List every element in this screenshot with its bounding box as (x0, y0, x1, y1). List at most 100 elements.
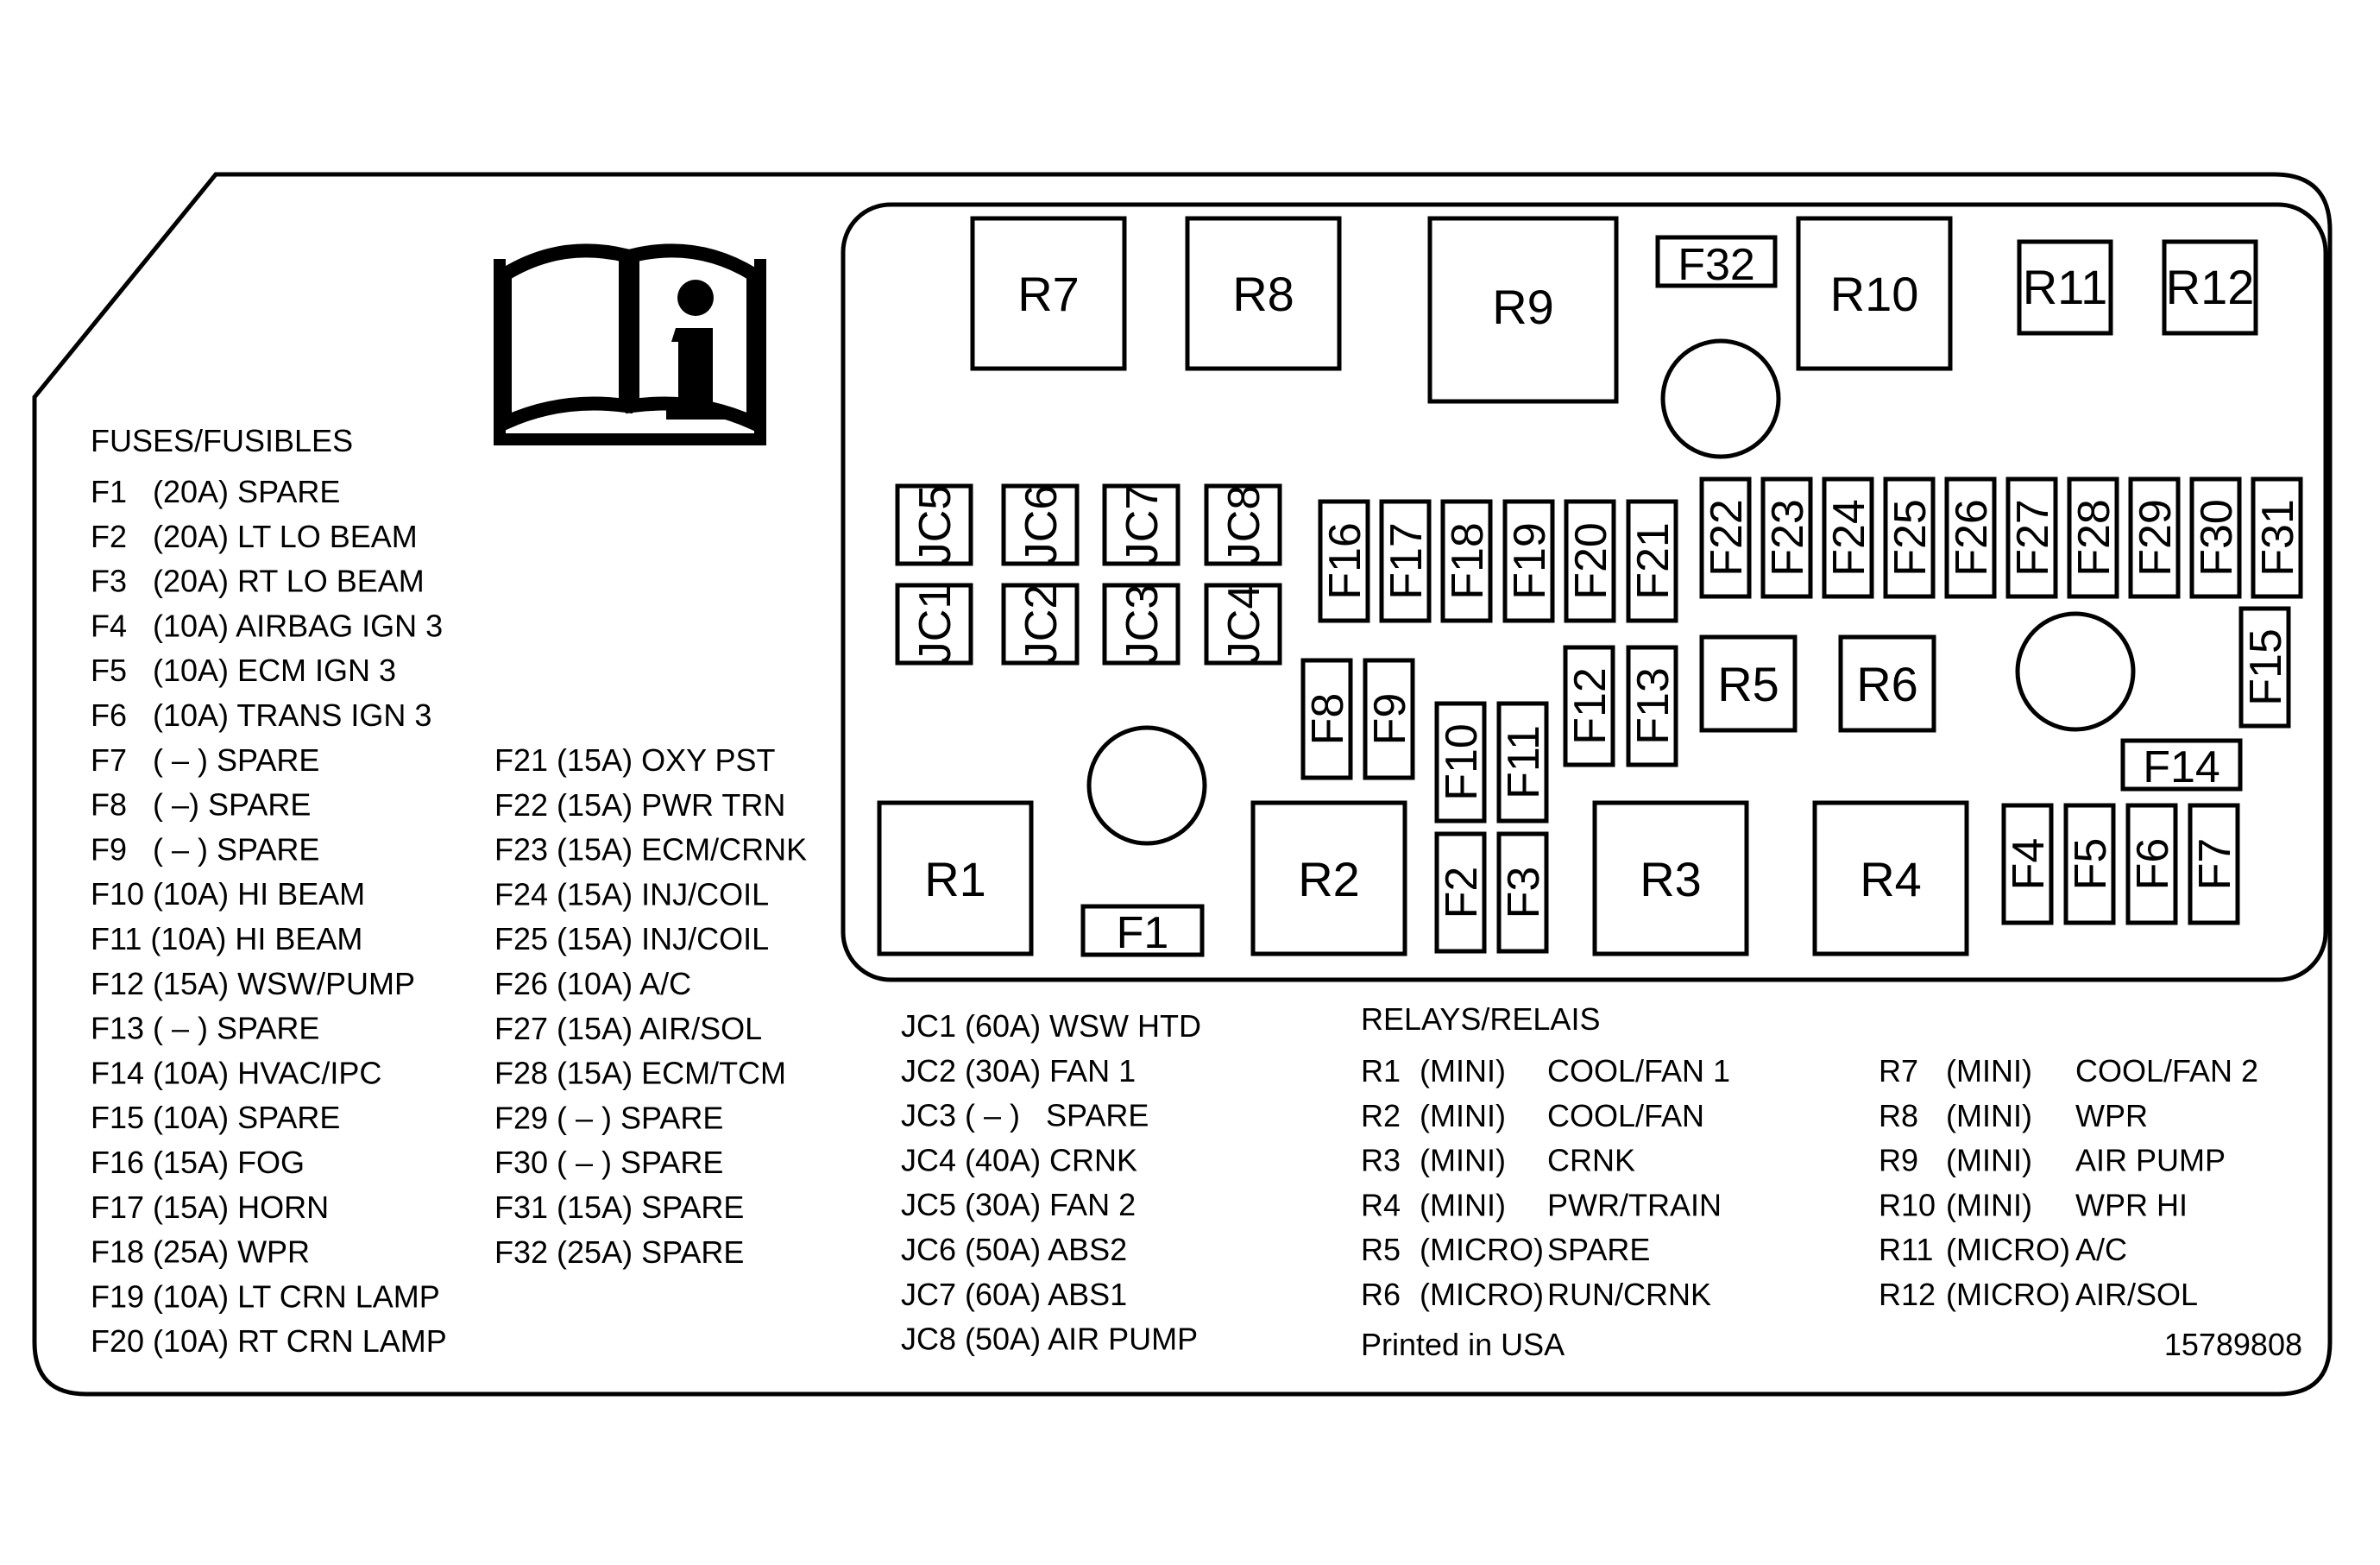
jcase-jc5: JC5 (895, 483, 973, 566)
relay-legend-desc: WPR (2075, 1098, 2148, 1133)
svg-text:F15: F15 (2241, 628, 2291, 706)
relay-r8: R8 (1185, 216, 1342, 371)
relay-legend-col2: R7(MINI)COOL/FAN 2R8(MINI)WPRR9(MINI)AIR… (1879, 1053, 2258, 1312)
svg-text:F24: F24 (1824, 499, 1874, 577)
svg-text:F26: F26 (1947, 499, 1997, 577)
svg-text:R5: R5 (1717, 657, 1779, 711)
fuse-legend-entry: F32 (25A) SPARE (494, 1234, 744, 1270)
fuse-f10: F10 (1434, 701, 1487, 824)
fuse-f2: F2 (1434, 831, 1487, 954)
fuse-legend-entry: F23 (15A) ECM/CRNK (494, 832, 807, 868)
relay-legend-type: (MINI) (1420, 1187, 1506, 1222)
fuse-legend-entry: F17 (15A) HORN (91, 1190, 329, 1225)
relay-legend-desc: CRNK (1547, 1143, 1635, 1178)
svg-text:F9: F9 (1365, 693, 1415, 746)
svg-text:F7: F7 (2190, 838, 2240, 891)
relay-r12: R12 (2162, 239, 2258, 336)
relay-legend-desc: PWR/TRAIN (1547, 1187, 1722, 1222)
svg-text:F8: F8 (1303, 693, 1353, 746)
jcase-jc1: JC1 (895, 583, 973, 666)
relay-legend-type: (MINI) (1946, 1187, 2032, 1222)
relay-legend-id: R6 (1361, 1277, 1401, 1312)
relay-legend-desc: RUN/CRNK (1547, 1277, 1711, 1312)
relay-legend-id: R10 (1879, 1187, 1936, 1222)
fuse-legend-entry: F12 (15A) WSW/PUMP (91, 966, 415, 1001)
fuse-legend-entry: F7 ( – ) SPARE (91, 742, 319, 778)
svg-text:F11: F11 (1499, 725, 1549, 799)
svg-text:F2: F2 (1437, 867, 1487, 919)
relay-legend-id: R2 (1361, 1098, 1401, 1133)
fuse-f20: F20 (1564, 499, 1616, 623)
printed-in-usa: Printed in USA (1361, 1327, 1565, 1362)
fuse-legend-entry: F29 ( – ) SPARE (494, 1100, 723, 1135)
svg-text:F29: F29 (2131, 499, 2181, 577)
svg-text:F4: F4 (2004, 838, 2054, 891)
svg-text:F27: F27 (2008, 499, 2058, 577)
svg-text:R7: R7 (1017, 267, 1080, 321)
fuse-legend-entry: F20 (10A) RT CRN LAMP (91, 1323, 447, 1359)
fuse-f29: F29 (2128, 476, 2181, 599)
fuse-f27: F27 (2005, 476, 2058, 599)
relay-legend-desc: A/C (2075, 1232, 2127, 1267)
svg-text:JC8: JC8 (1219, 485, 1269, 565)
fuse-f25: F25 (1883, 476, 1936, 599)
fuse-legend-entry: F21 (15A) OXY PST (494, 742, 775, 778)
fuse-legend-entry: F9 ( – ) SPARE (91, 831, 319, 867)
svg-text:F30: F30 (2192, 499, 2242, 577)
fuse-f22: F22 (1699, 476, 1752, 599)
part-number: 15789808 (2164, 1327, 2302, 1362)
fuse-legend-entry: F28 (15A) ECM/TCM (494, 1056, 786, 1091)
svg-text:F20: F20 (1566, 522, 1616, 600)
label-outline (32, 172, 2333, 1397)
jc-legend-entry: JC4 (40A) CRNK (901, 1142, 1137, 1177)
fuse-legend-col2: F21 (15A) OXY PST F22 (15A) PWR TRN F23 (1… (494, 742, 807, 1270)
relay-legend-id: R3 (1361, 1143, 1401, 1178)
svg-text:F18: F18 (1443, 522, 1493, 600)
jcase-jc6: JC6 (1001, 483, 1080, 566)
svg-text:R9: R9 (1492, 280, 1554, 334)
svg-text:F1: F1 (1117, 908, 1169, 958)
fuse-f21: F21 (1626, 499, 1678, 623)
fuse-f7: F7 (2188, 803, 2240, 925)
relay-legend-desc: COOL/FAN 1 (1547, 1053, 1730, 1089)
fuse-f11: F11 (1496, 701, 1549, 824)
fuse-f14: F14 (2120, 738, 2243, 792)
jc-legend-entry: JC8 (50A) AIR PUMP (901, 1322, 1198, 1357)
mounting-hole-2 (2015, 611, 2136, 732)
jcase-jc3: JC3 (1102, 583, 1181, 666)
relay-r6: R6 (1838, 634, 1936, 733)
svg-text:F23: F23 (1763, 499, 1813, 577)
fuse-f1: F1 (1080, 904, 1205, 958)
relay-r3: R3 (1592, 800, 1749, 956)
relay-r9: R9 (1427, 216, 1619, 404)
svg-text:R12: R12 (2166, 260, 2255, 314)
fuse-f13: F13 (1626, 645, 1678, 767)
fuse-legend-entry: F24 (15A) INJ/COIL (494, 876, 769, 912)
relay-legend-col1: R1(MINI)COOL/FAN 1R2(MINI)COOL/FANR3(MIN… (1361, 1053, 1730, 1312)
relay-legend-type: (MINI) (1946, 1053, 2032, 1089)
fuse-f5: F5 (2063, 803, 2116, 925)
relay-legend: RELAYS/RELAIS R1(MINI)COOL/FAN 1R2(MINI)… (1361, 1001, 2258, 1312)
fuse-legend-entry: F4 (10A) AIRBAG IGN 3 (91, 608, 443, 643)
svg-text:R8: R8 (1232, 267, 1294, 321)
fuse-legend-entry: F19 (10A) LT CRN LAMP (91, 1278, 440, 1314)
jc-legend-entry: JC3 ( – ) SPARE (901, 1098, 1149, 1133)
svg-text:F21: F21 (1628, 522, 1678, 600)
fuse-legend-entry: F5 (10A) ECM IGN 3 (91, 653, 396, 688)
svg-text:R4: R4 (1860, 852, 1922, 906)
relay-legend-id: R11 (1879, 1232, 1933, 1267)
fuse-legend-entry: F22 (15A) PWR TRN (494, 787, 785, 823)
fuse-f26: F26 (1944, 476, 1997, 599)
fuse-legend-entry: F31 (15A) SPARE (494, 1190, 744, 1225)
jc-legend-entry: JC7 (60A) ABS1 (901, 1277, 1127, 1312)
fuse-legend-entry: F14 (10A) HVAC/IPC (91, 1055, 381, 1090)
relay-legend-type: (MINI) (1420, 1098, 1506, 1133)
svg-text:JC6: JC6 (1017, 485, 1067, 565)
svg-text:F10: F10 (1437, 723, 1487, 801)
relay-legend-id: R12 (1879, 1277, 1936, 1312)
relay-legend-id: R4 (1361, 1187, 1401, 1222)
relay-r2: R2 (1250, 800, 1407, 956)
svg-text:JC4: JC4 (1219, 584, 1269, 664)
